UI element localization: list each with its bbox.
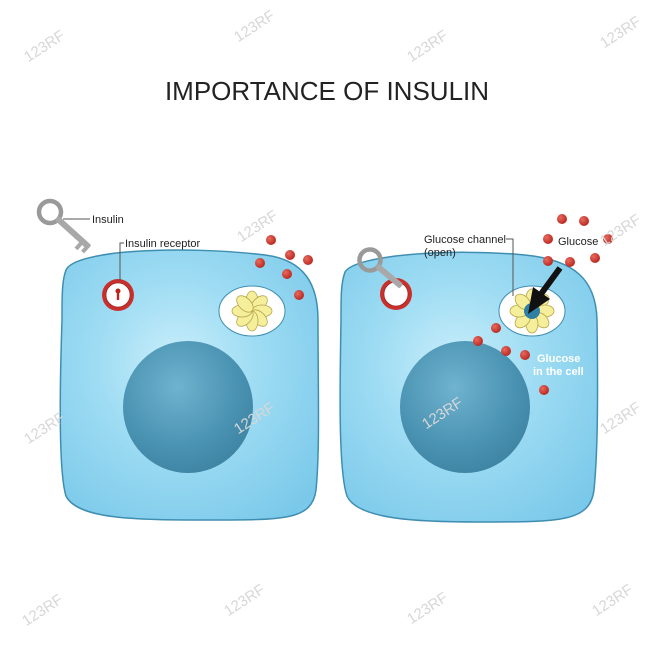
inserted-key-icon: [357, 247, 403, 288]
right-nucleus: [400, 341, 530, 473]
insulin-receptor-label: Insulin receptor: [125, 238, 201, 250]
arrow-icon: [528, 266, 563, 314]
glucose-channel-sublabel: (open): [424, 247, 456, 259]
right-glucose-outside: [543, 214, 613, 267]
left-cell: [59, 235, 320, 521]
left-insulin-receptor: [102, 279, 134, 311]
glucose-channel-label: Glucose channel: [424, 234, 506, 246]
receptor-pointer-line: [119, 242, 124, 281]
left-glucose-dots: [255, 235, 313, 300]
right-glucose-inside: [473, 323, 549, 395]
right-cell: [339, 214, 613, 523]
left-nucleus: [123, 341, 253, 473]
left-glucose-channel: [218, 285, 286, 337]
insulin-label: Insulin: [92, 214, 124, 226]
glucose-in-cell-label: Glucose: [537, 353, 580, 365]
glucose-label: Glucose: [558, 236, 598, 248]
key-icon: [36, 198, 91, 254]
glucose-in-cell-sublabel: in the cell: [533, 366, 584, 378]
channel-pointer-line: [506, 238, 514, 296]
diagram-title: IMPORTANCE OF INSULIN: [165, 76, 489, 106]
right-insulin-receptor: [380, 278, 412, 310]
